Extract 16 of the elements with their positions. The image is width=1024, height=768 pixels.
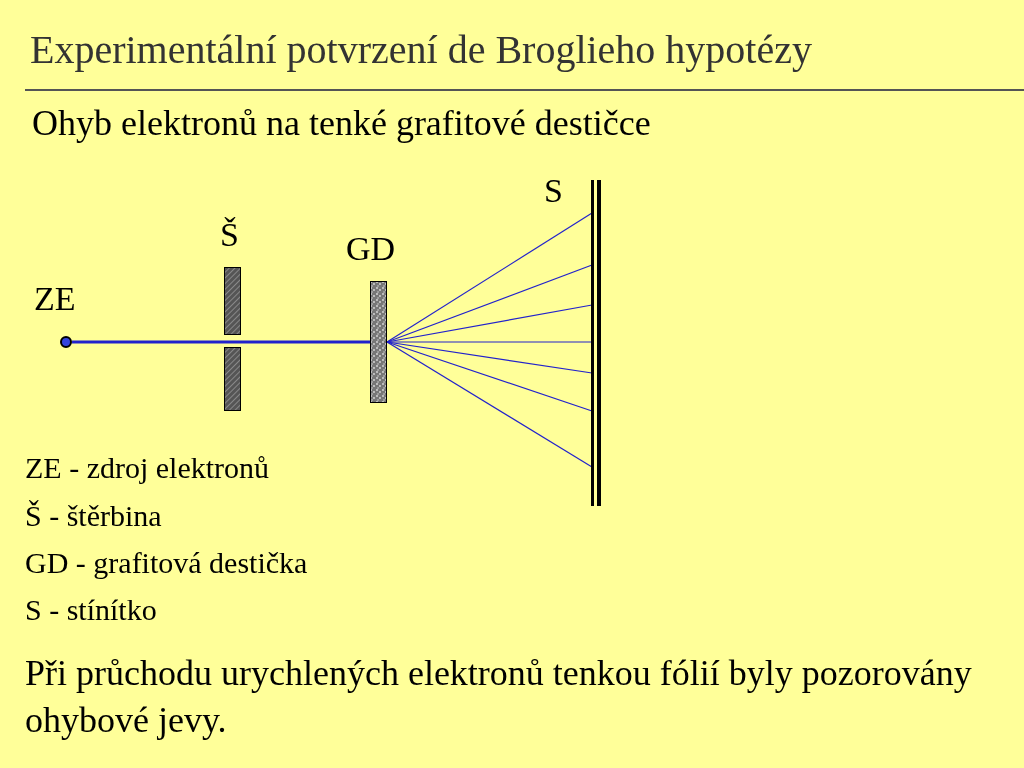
description-paragraph: Při průchodu urychlených elektronů tenkou fólií byly pozorovány ohybové jevy. bbox=[25, 652, 973, 742]
legend-text: S - stínítko bbox=[25, 592, 158, 628]
part-label: ZE bbox=[34, 282, 76, 316]
part-label: Š bbox=[220, 218, 239, 252]
electron-beam bbox=[72, 340, 370, 344]
diffracted-ray bbox=[386, 212, 593, 343]
diffracted-ray bbox=[386, 341, 593, 468]
diffracted-ray bbox=[386, 341, 593, 412]
diffracted-ray bbox=[386, 264, 593, 343]
legend-text: Š - štěrbina bbox=[25, 498, 163, 534]
subtitle: Ohyb elektronů na tenké grafitové destičce bbox=[32, 102, 652, 145]
part-label: GD bbox=[346, 232, 396, 266]
title: Experimentální potvrzení de Broglieho hypotézy bbox=[30, 30, 812, 70]
legend-text: GD - grafitová destička bbox=[25, 545, 309, 581]
legend-text: ZE - zdroj elektronů bbox=[25, 450, 271, 486]
part-label: S bbox=[544, 174, 563, 208]
